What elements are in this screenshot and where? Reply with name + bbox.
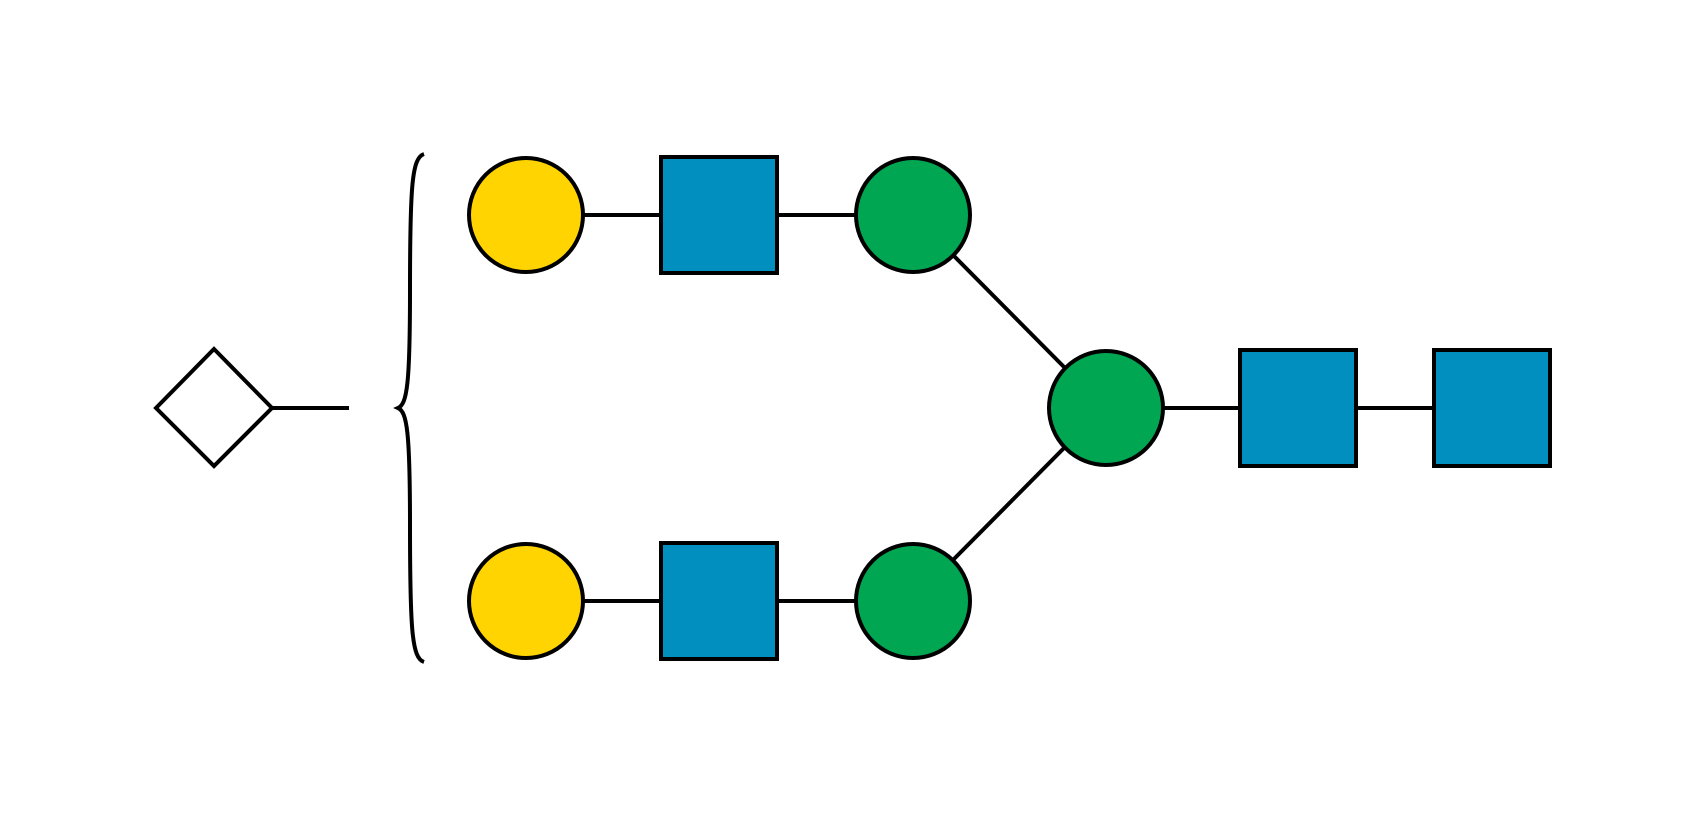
- glcnac-core-2: [1432, 348, 1552, 468]
- gal-top: [467, 156, 585, 274]
- bond-man-top-to-man-core: [951, 253, 1070, 373]
- curly-bracket: [393, 152, 425, 664]
- residues: [153, 155, 1552, 661]
- man-bottom: [854, 542, 972, 660]
- undetermined-substituent: [153, 346, 275, 469]
- man-top: [854, 156, 972, 274]
- glcnac-top: [659, 155, 779, 275]
- man-core: [1047, 349, 1165, 467]
- gal-bottom: [467, 542, 585, 660]
- glcnac-core-1: [1238, 348, 1358, 468]
- bond-man-bottom-to-man-core: [951, 442, 1070, 562]
- glcnac-bottom: [659, 541, 779, 661]
